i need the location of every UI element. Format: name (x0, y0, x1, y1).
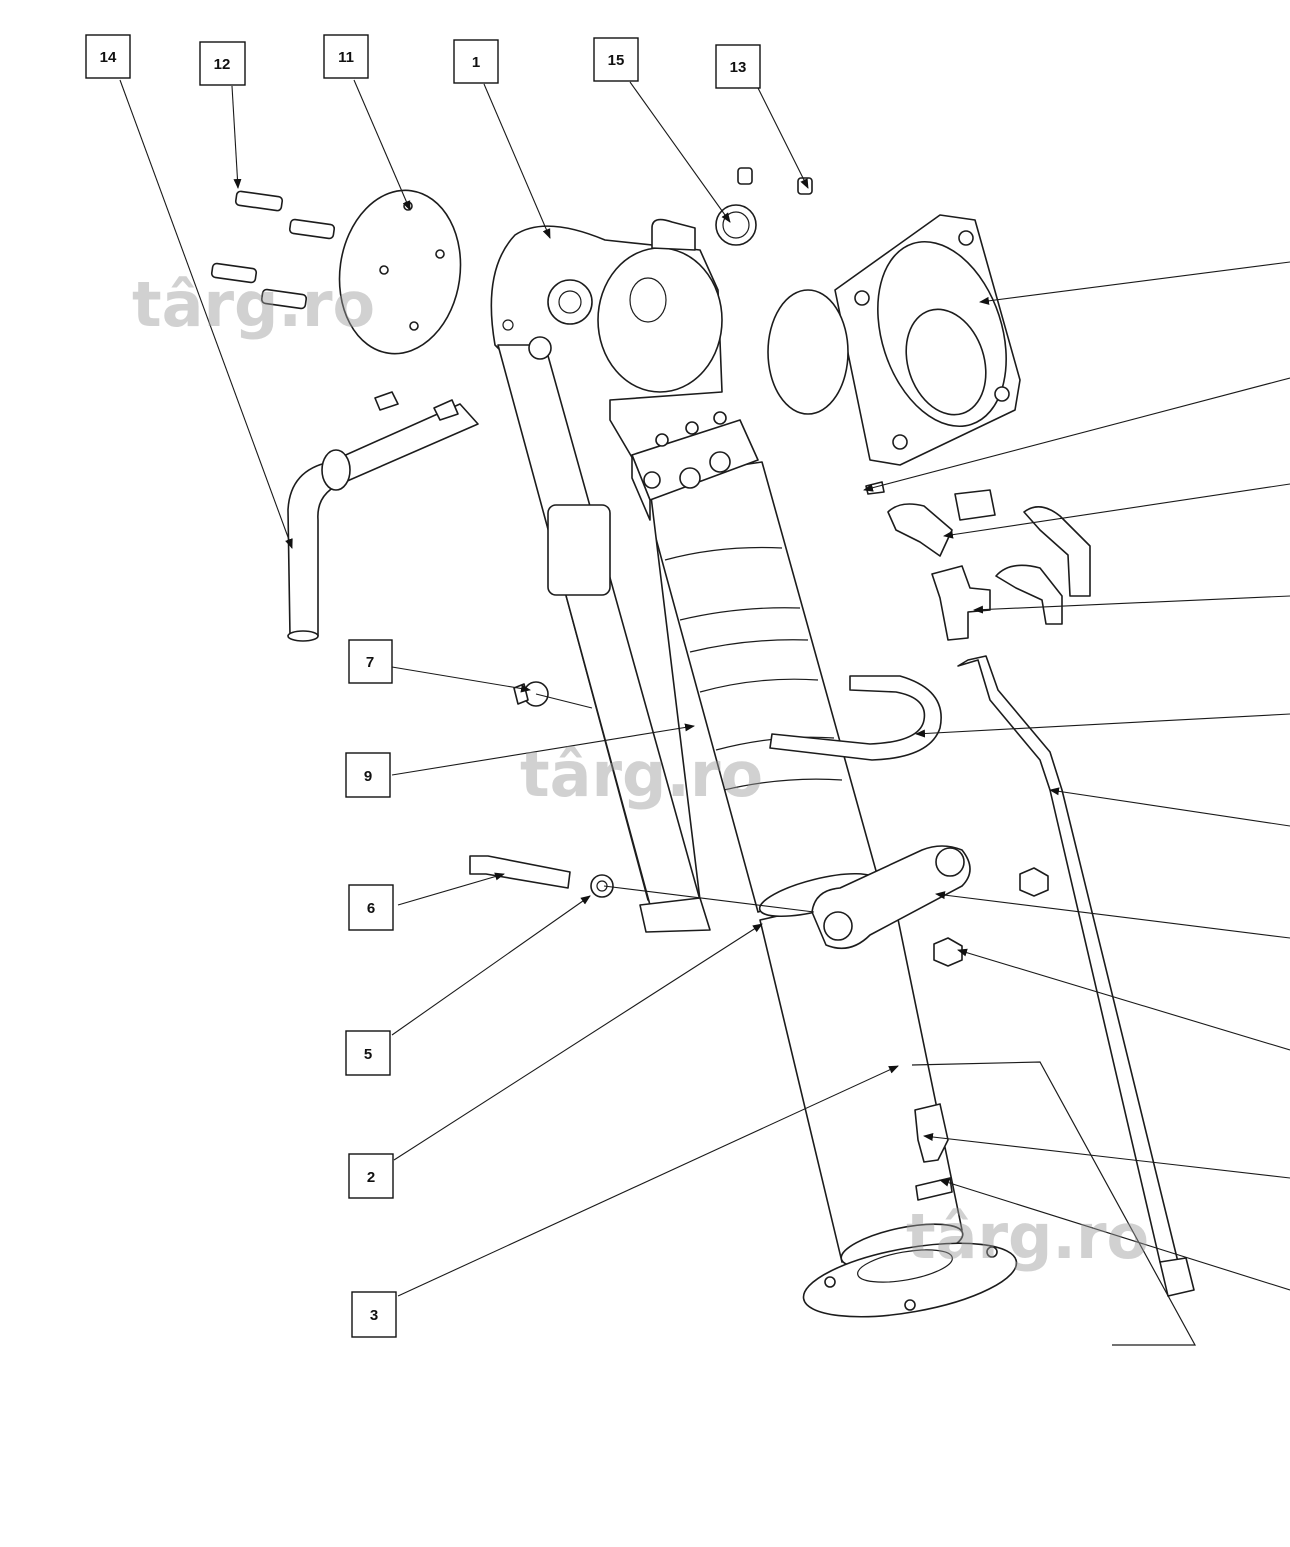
callout-label: 5 (364, 1046, 372, 1063)
handle-pin (287, 391, 479, 642)
watermark-text: târg.ro (132, 268, 375, 341)
callout-15: 15 (593, 37, 639, 82)
callout-3: 3 (351, 1291, 397, 1338)
callout-12: 12 (199, 41, 246, 86)
clamp-link (811, 845, 1049, 967)
watermark-text: târg.ro (520, 738, 763, 811)
callout-6: 6 (348, 884, 394, 931)
callout-label: 12 (214, 56, 231, 73)
callout-label: 2 (367, 1169, 375, 1186)
manifold-block (631, 411, 759, 521)
callout-label: 7 (366, 654, 374, 671)
foot-plate (802, 1242, 1018, 1318)
callout-label: 13 (730, 59, 747, 76)
callout-label: 6 (367, 900, 375, 917)
callout-label: 9 (364, 768, 372, 785)
bolts (210, 190, 336, 310)
u-bolt (769, 675, 942, 761)
callout-label: 3 (370, 1307, 378, 1324)
flange-assembly (767, 214, 1021, 466)
leader-lines (119, 79, 1290, 1297)
hose-fittings (865, 481, 1195, 1297)
callout-9: 9 (345, 752, 391, 798)
main-housing (490, 218, 723, 933)
callout-label: 11 (338, 49, 354, 66)
small-fittings (715, 167, 813, 246)
watermarks: târg.ro târg.ro târg.ro (132, 268, 1149, 1273)
callout-14: 14 (85, 34, 131, 79)
watermark-text: târg.ro (906, 1200, 1149, 1273)
callout-label: 1 (472, 54, 480, 71)
callout-13: 13 (715, 44, 761, 89)
callout-5: 5 (345, 1030, 391, 1076)
callout-1: 1 (453, 39, 499, 84)
callout-11: 11 (323, 34, 369, 79)
cover-disc (338, 189, 462, 355)
callout-7: 7 (348, 639, 393, 684)
callout-label: 14 (100, 49, 117, 66)
callout-label: 15 (608, 52, 625, 69)
callout-2: 2 (348, 1153, 394, 1199)
